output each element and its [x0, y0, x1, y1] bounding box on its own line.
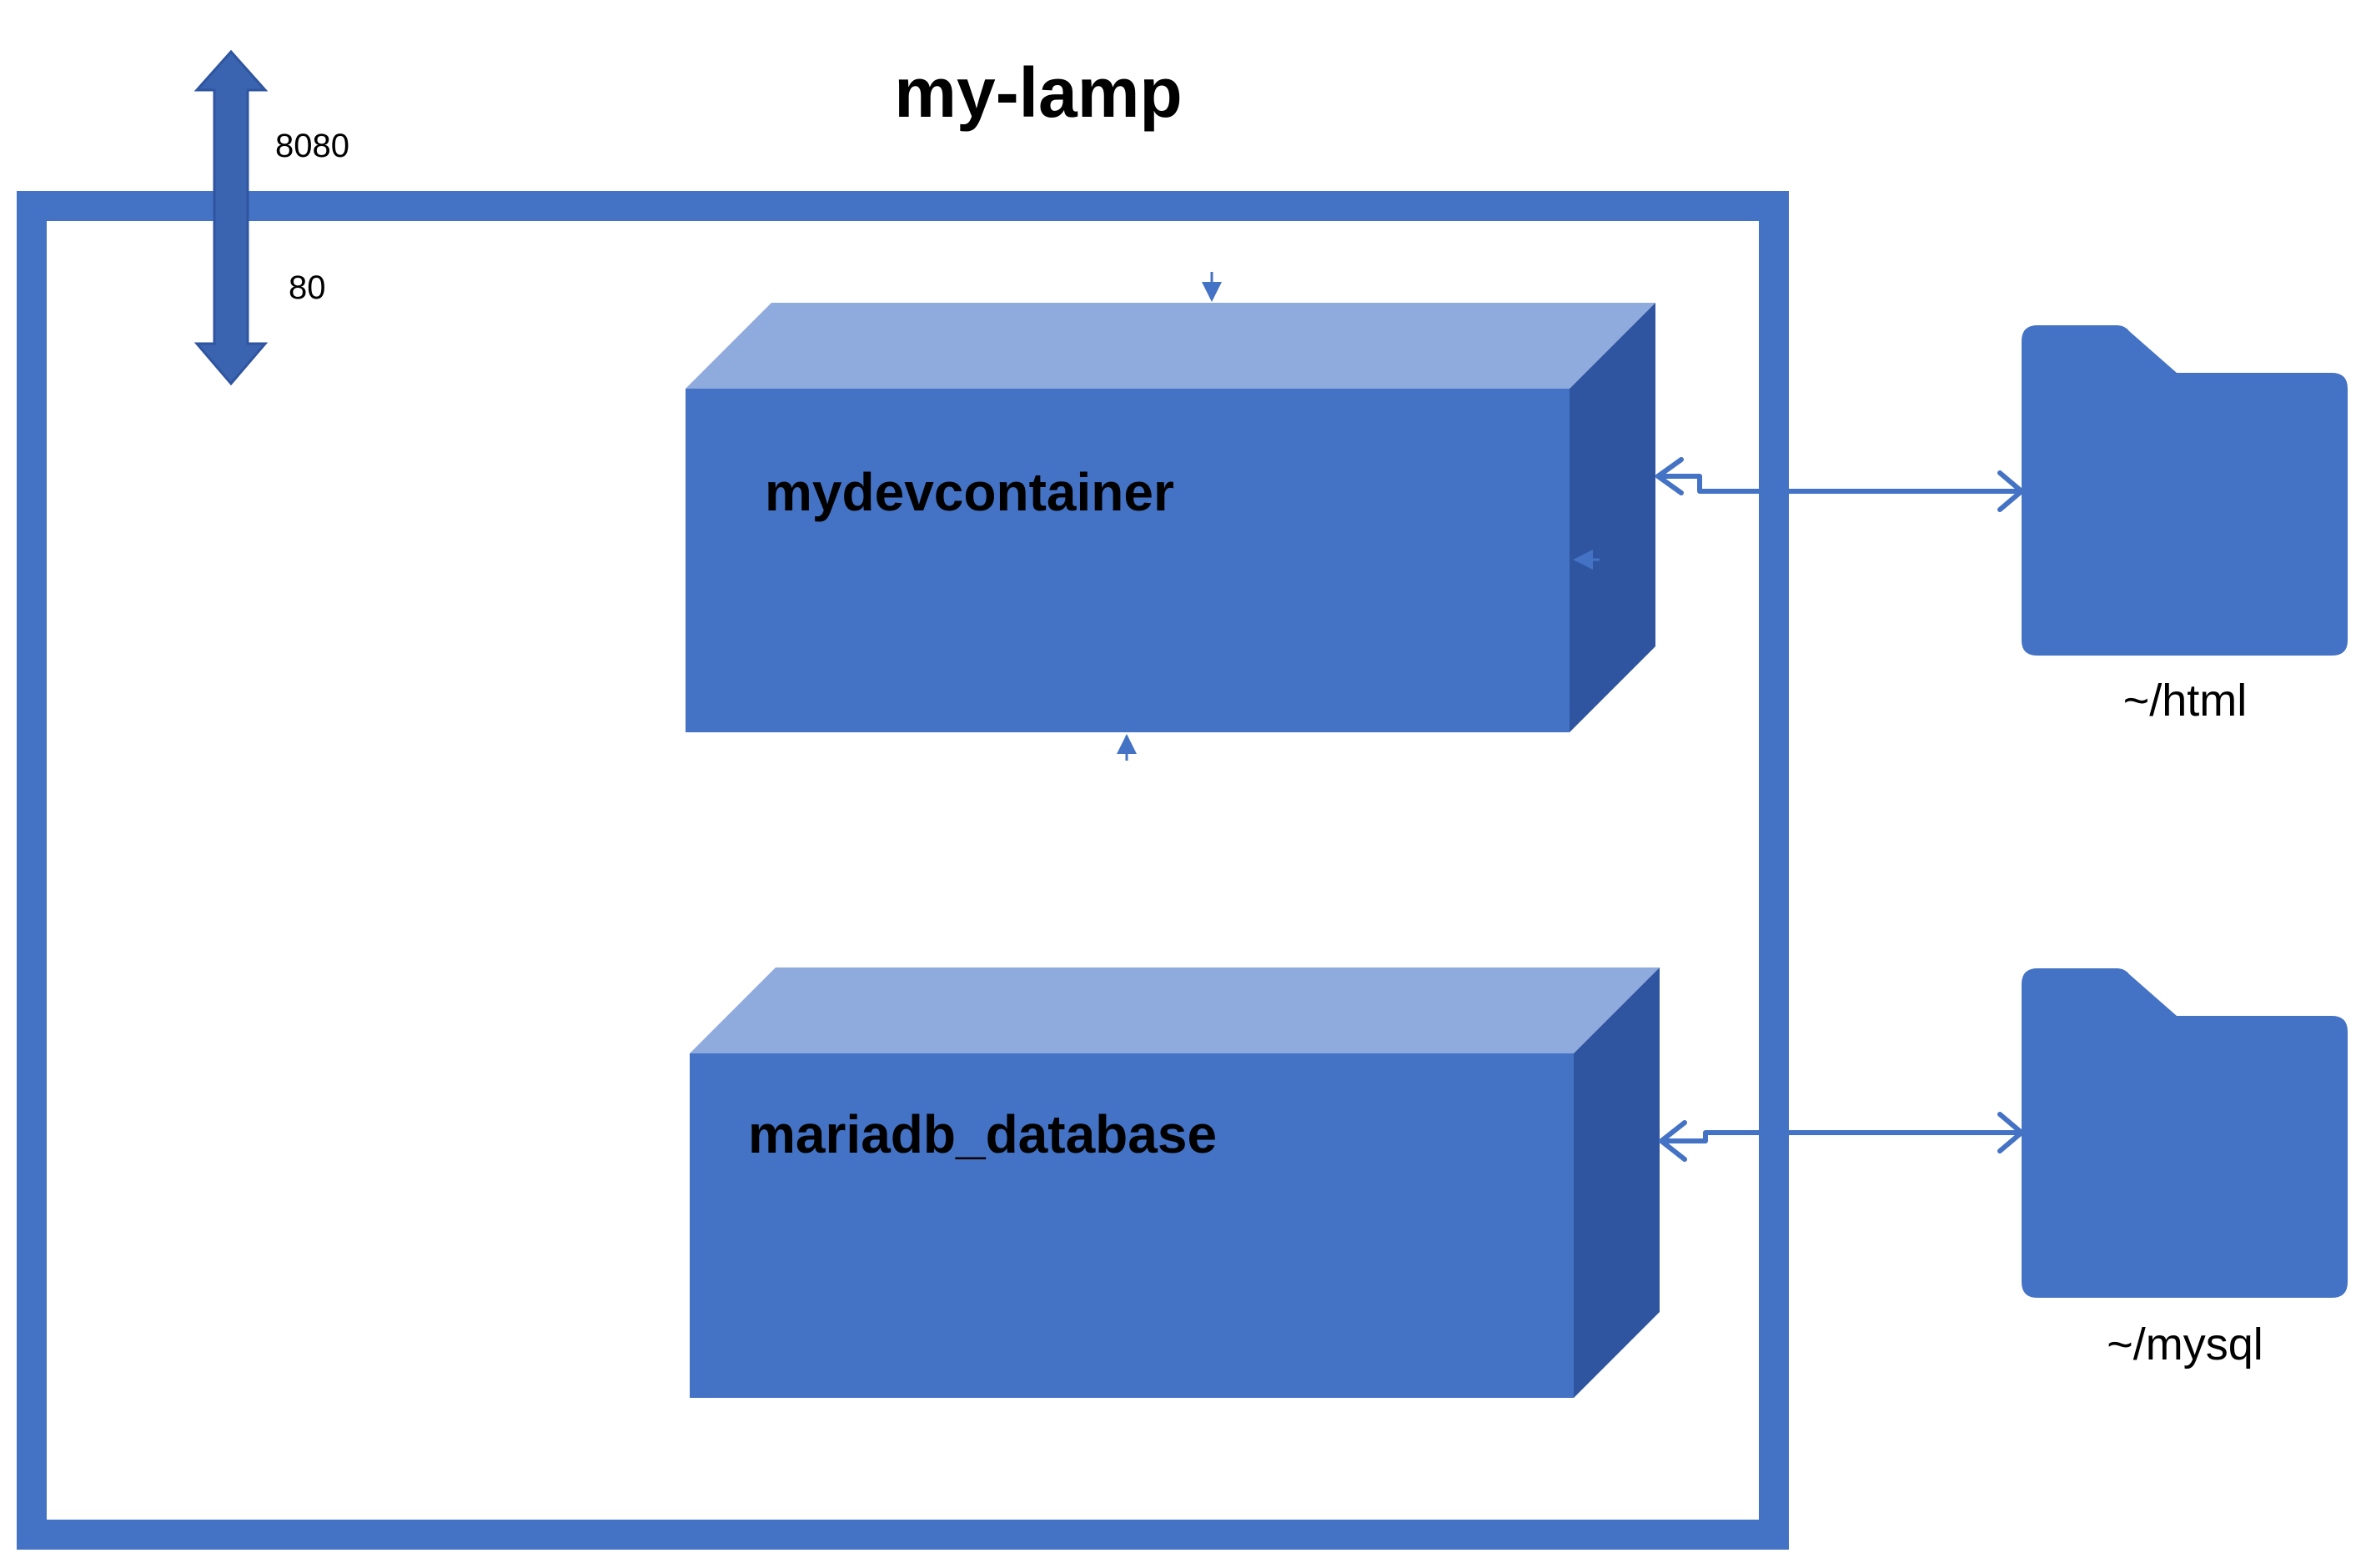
- mariadb-database-label: mariadb_database: [748, 1104, 1217, 1164]
- small-connector-arrows: [1117, 272, 1600, 761]
- mariadb-database-block[interactable]: mariadb_database: [690, 967, 1660, 1398]
- container-port-label: 80: [289, 269, 326, 306]
- html-folder[interactable]: [2022, 325, 2348, 656]
- html-volume-connector: [1655, 457, 2024, 512]
- mariadb-database-side-face: [1574, 967, 1660, 1398]
- mysql-folder-label: ~/mysql: [2107, 1319, 2263, 1369]
- mydevcontainer-front-face: [686, 389, 1570, 732]
- folder-icon: [2022, 325, 2348, 656]
- diagram-title: my-lamp: [894, 53, 1182, 132]
- mariadb-database-front-face: [690, 1053, 1574, 1398]
- mysql-volume-connector: [1659, 1112, 2024, 1162]
- html-folder-label: ~/html: [2123, 676, 2248, 726]
- mysql-folder[interactable]: [2022, 968, 2348, 1298]
- mydevcontainer-top-face: [686, 303, 1655, 389]
- port-mapping-arrow: [193, 49, 269, 386]
- mydevcontainer-side-face: [1570, 303, 1655, 732]
- folder-icon: [2022, 968, 2348, 1298]
- compose-network-boundary: [17, 191, 1789, 1550]
- mariadb-database-top-face: [690, 967, 1660, 1053]
- mydevcontainer-block[interactable]: mydevcontainer: [686, 303, 1655, 732]
- host-port-label: 8080: [275, 128, 349, 164]
- mydevcontainer-label: mydevcontainer: [765, 462, 1174, 522]
